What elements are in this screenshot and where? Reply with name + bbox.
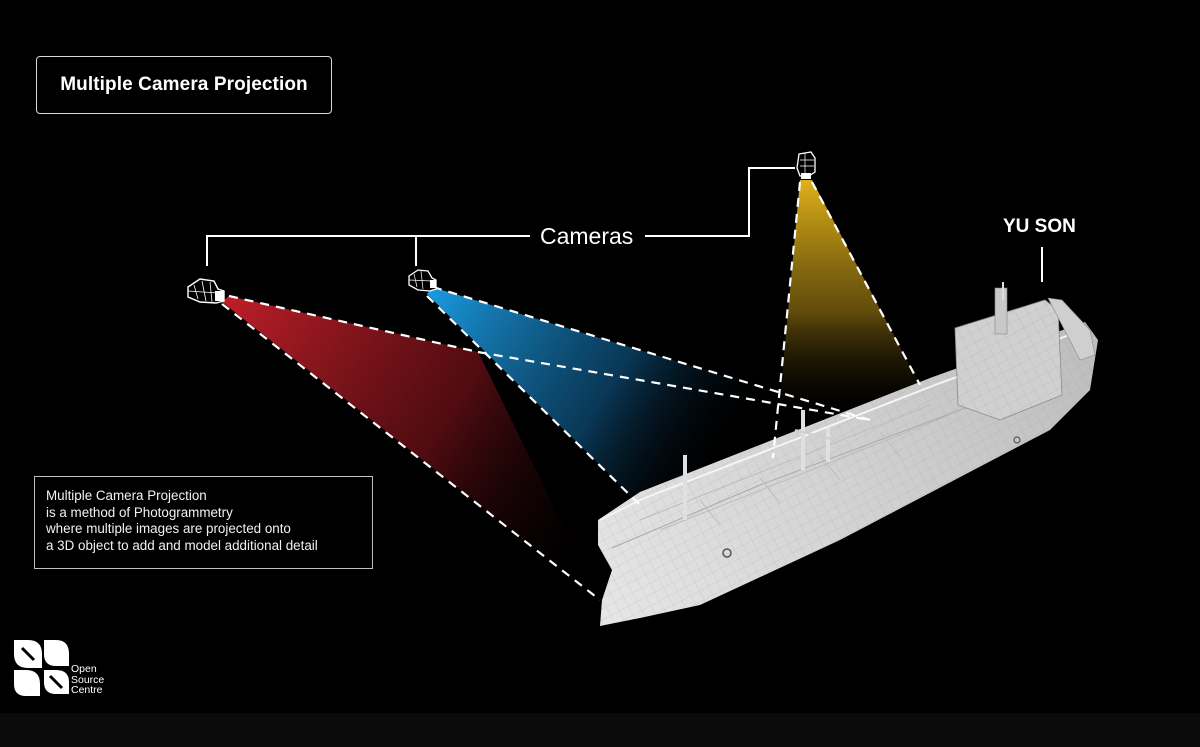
camera-icon xyxy=(187,278,225,304)
camera-icon xyxy=(408,269,437,292)
projection-scene xyxy=(187,151,1098,626)
yellow-projection-frustum xyxy=(775,180,920,455)
description-line: a 3D object to add and model additional … xyxy=(46,537,318,553)
description-box: Multiple Camera Projection is a method o… xyxy=(34,476,373,569)
page-title: Multiple Camera Projection xyxy=(60,74,308,95)
camera-label-connectors xyxy=(206,167,1043,282)
cameras-label: Cameras xyxy=(540,223,634,249)
red-projection-frustum xyxy=(222,296,600,600)
description-line: where multiple images are projected onto xyxy=(46,521,291,536)
logo-line: Open xyxy=(71,663,97,675)
open-source-centre-logo xyxy=(14,640,69,696)
logo-line: Centre xyxy=(71,684,103,696)
title-box: Multiple Camera Projection xyxy=(36,56,332,114)
projection-rays xyxy=(221,181,921,601)
logo-line: Source xyxy=(71,673,105,686)
bottom-band xyxy=(0,713,1200,747)
ship-name-label: YU SON xyxy=(1003,216,1076,237)
description-line: Multiple Camera Projection xyxy=(46,488,207,503)
camera-icon xyxy=(796,151,816,179)
logo-text: Open Source Centre xyxy=(71,664,104,696)
description-line: is a method of Photogrammetry xyxy=(46,504,233,520)
ship-model xyxy=(598,282,1098,626)
